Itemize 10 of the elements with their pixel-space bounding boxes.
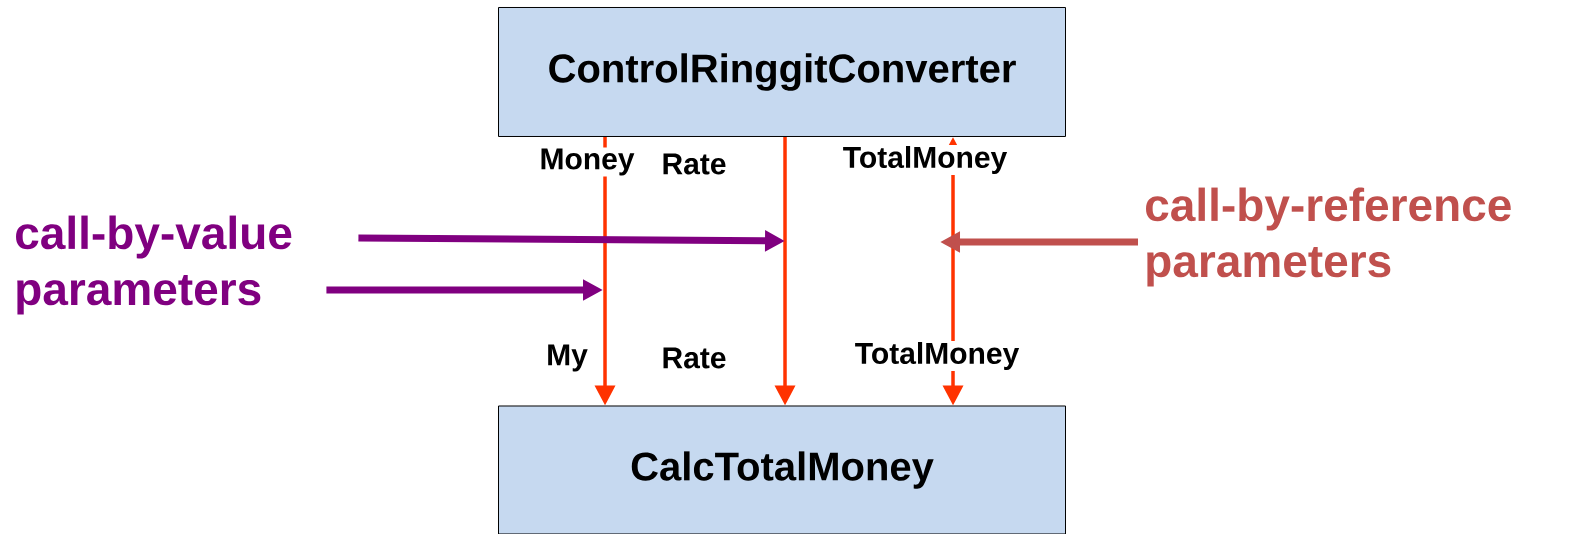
annotation-text: call-by-value parameters <box>16 215 292 315</box>
annotation-text: call-by-reference parameters <box>1146 187 1511 287</box>
parameter-label: My <box>545 343 589 373</box>
process-box: CalcTotalMoney <box>498 405 1066 534</box>
parameter-label: Rate <box>660 346 728 370</box>
parameter-label: Rate <box>660 152 728 176</box>
parameter-label: Money <box>538 147 636 177</box>
parameter-label: TotalMoney <box>841 145 1009 175</box>
process-box: ControlRinggitConverter <box>498 7 1066 137</box>
parameter-label: TotalMoney <box>853 341 1021 371</box>
